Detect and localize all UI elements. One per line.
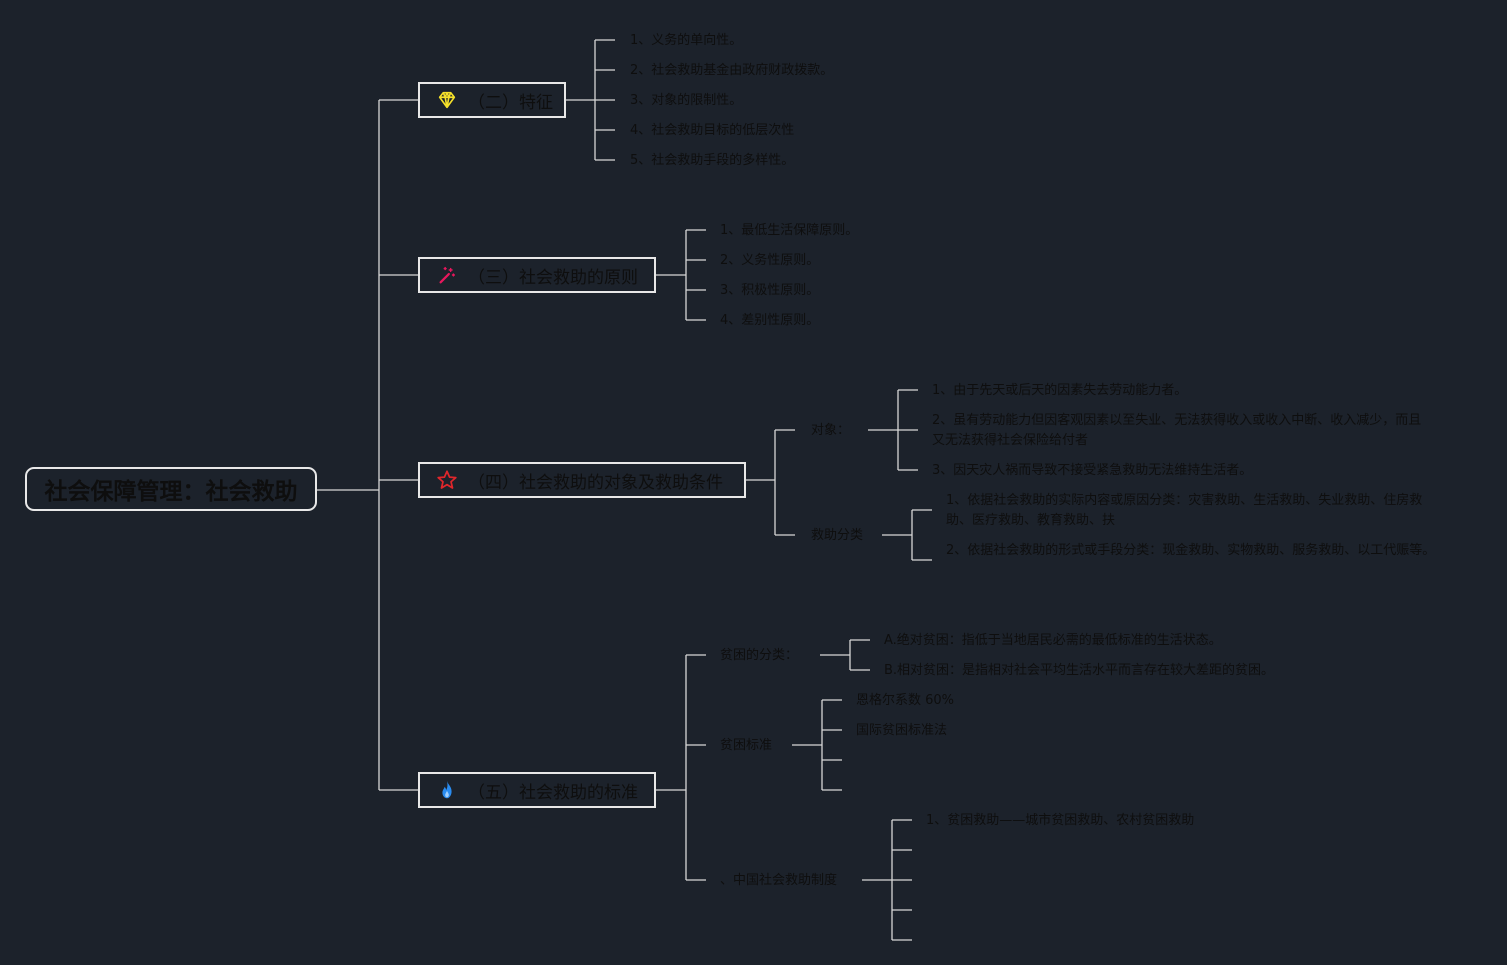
leaf-item: 1、贫困救助——城市贫困救助、农村贫困救助 [926, 813, 1195, 828]
topic-features[interactable]: （二）特征 [418, 82, 566, 118]
leaf-item: 5、社会救助手段的多样性。 [630, 153, 795, 168]
leaf-item: 1、由于先天或后天的因素失去劳动能力者。 [932, 383, 1188, 398]
leaf-item: 3、积极性原则。 [720, 283, 820, 298]
leaf-item: 3、对象的限制性。 [630, 93, 743, 108]
topic-title: （三）社会救助的原则 [468, 267, 638, 288]
fire-icon [434, 777, 460, 803]
leaf-item: 4、差别性原则。 [720, 313, 820, 328]
diamond-icon [434, 87, 460, 113]
leaf-item: B.相对贫困：是指相对社会平均生活水平而言存在较大差距的贫困。 [884, 663, 1275, 678]
topic-principles[interactable]: （三）社会救助的原则 [418, 257, 656, 293]
topic-title: （二）特征 [468, 92, 553, 113]
leaf-item: 4、社会救助目标的低层次性 [630, 123, 795, 138]
leaf-item: 2、虽有劳动能力但因客观因素以至失业、无法获得收入或收入中断、收入减少，而且又无… [932, 413, 1422, 448]
topic-title: （四）社会救助的对象及救助条件 [468, 472, 723, 493]
subtopic-label: 、中国社会救助制度 [720, 873, 838, 888]
magic-wand-icon [434, 262, 460, 288]
topic-objects-conditions[interactable]: （四）社会救助的对象及救助条件 [418, 462, 746, 498]
leaf-item: 恩格尔系数 60% [856, 693, 955, 708]
leaf-item: A.绝对贫困：指低于当地居民必需的最低标准的生活状态。 [884, 633, 1222, 648]
leaf-item: 2、依据社会救助的形式或手段分类：现金救助、实物救助、服务救助、以工代赈等。 [946, 543, 1436, 558]
root-topic[interactable]: 社会保障管理：社会救助 [25, 467, 317, 511]
leaf-item: 1、依据社会救助的实际内容或原因分类：灾害救助、生活救助、失业救助、住房救助、医… [946, 493, 1423, 528]
subtopic-label: 救助分类 [811, 528, 864, 543]
topic-standards[interactable]: （五）社会救助的标准 [418, 772, 656, 808]
leaf-item: 2、社会救助基金由政府财政拨款。 [630, 63, 834, 78]
leaf-item: 2、义务性原则。 [720, 253, 820, 268]
topic-title: （五）社会救助的标准 [468, 782, 638, 803]
subtopic-label: 贫困的分类： [720, 648, 799, 663]
leaf-item: 1、义务的单向性。 [630, 33, 743, 48]
root-title: 社会保障管理：社会救助 [44, 479, 298, 505]
star-icon [434, 467, 460, 493]
leaf-item: 1、最低生活保障原则。 [720, 223, 859, 238]
leaf-item: 国际贫困标准法 [856, 723, 948, 738]
subtopic-label: 贫困标准 [720, 738, 773, 753]
leaf-item: 3、因天灾人祸而导致不接受紧急救助无法维持生活者。 [932, 463, 1253, 478]
subtopic-label: 对象： [811, 423, 851, 438]
